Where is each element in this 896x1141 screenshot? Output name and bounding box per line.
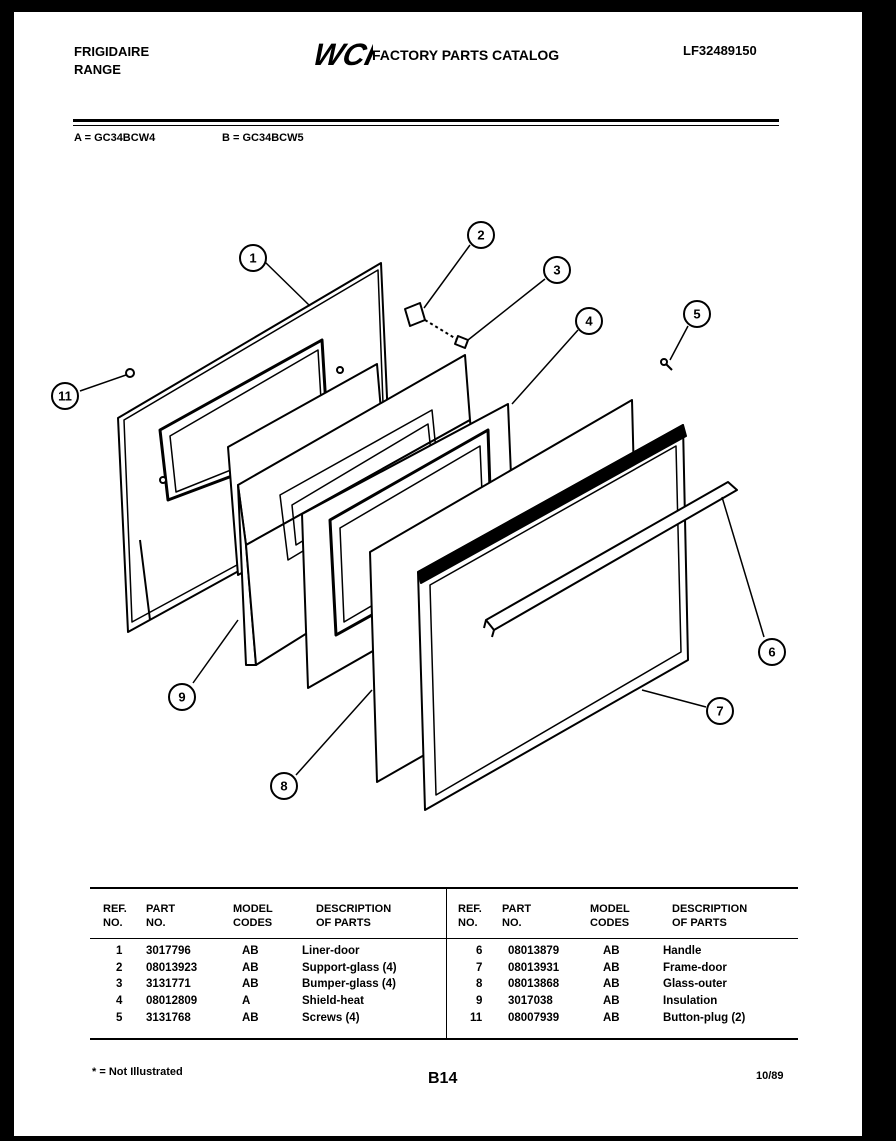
logo-text: WCI xyxy=(310,37,373,71)
table-divider xyxy=(446,888,447,1039)
header-desc-left: DESCRIPTION OF PARTS xyxy=(316,903,392,929)
callout-2: 2 xyxy=(467,221,495,249)
svg-text:1: 1 xyxy=(249,251,256,266)
table-header-rule xyxy=(90,938,798,939)
header-part-left: PART NO. xyxy=(146,903,176,929)
header-rule-thick xyxy=(73,119,779,122)
table-top-rule xyxy=(90,887,798,889)
leader-lines xyxy=(79,244,765,776)
svg-text:7: 7 xyxy=(716,704,723,719)
header-codes-right: MODEL CODES xyxy=(590,903,630,929)
table-bottom-rule xyxy=(90,1038,798,1040)
header-ref-left: REF. NO. xyxy=(103,903,127,929)
svg-text:3: 3 xyxy=(553,263,560,278)
callout-5: 5 xyxy=(683,300,711,328)
svg-text:5: 5 xyxy=(693,307,700,322)
page-number: B14 xyxy=(428,1070,458,1087)
header-part-right: PART NO. xyxy=(502,903,532,929)
callout-8: 8 xyxy=(270,772,298,800)
svg-text:4: 4 xyxy=(585,314,593,329)
part-support-glass xyxy=(404,302,426,327)
svg-text:2: 2 xyxy=(477,228,484,243)
model-code-b: B = GC34BCW5 xyxy=(222,132,304,144)
part-handle xyxy=(483,481,738,638)
catalog-title: FACTORY PARTS CATALOG xyxy=(372,47,560,63)
svg-text:11: 11 xyxy=(58,389,72,404)
footnote: * = Not Illustrated xyxy=(92,1066,183,1078)
callout-4: 4 xyxy=(575,307,603,335)
header-desc-right: DESCRIPTION OF PARTS xyxy=(672,903,748,929)
svg-text:9: 9 xyxy=(178,690,185,705)
part-frame-door xyxy=(417,424,689,811)
header-ref-right: REF. NO. xyxy=(458,903,482,929)
brand-block: FRIGIDAIRE RANGE xyxy=(74,43,149,79)
part-bumper-glass xyxy=(424,319,469,349)
brand-name: FRIGIDAIRE xyxy=(74,44,150,59)
callout-7: 7 xyxy=(706,697,734,725)
catalog-number: LF32489150 xyxy=(683,43,757,58)
part-screw xyxy=(660,358,673,371)
model-code-a: A = GC34BCW4 xyxy=(74,132,156,144)
product-type: RANGE xyxy=(74,62,121,77)
callout-11: 11 xyxy=(51,382,79,410)
callout-1: 1 xyxy=(239,244,267,272)
header-rule-thin xyxy=(73,125,779,126)
svg-text:6: 6 xyxy=(768,645,775,660)
callout-6: 6 xyxy=(758,638,786,666)
header-codes-left: MODEL CODES xyxy=(233,903,273,929)
catalog-date: 10/89 xyxy=(756,1070,784,1082)
callout-9: 9 xyxy=(168,683,196,711)
svg-text:8: 8 xyxy=(280,779,287,794)
part-button-plug xyxy=(125,368,135,378)
callout-3: 3 xyxy=(543,256,571,284)
wci-logo: WCI xyxy=(309,37,373,71)
